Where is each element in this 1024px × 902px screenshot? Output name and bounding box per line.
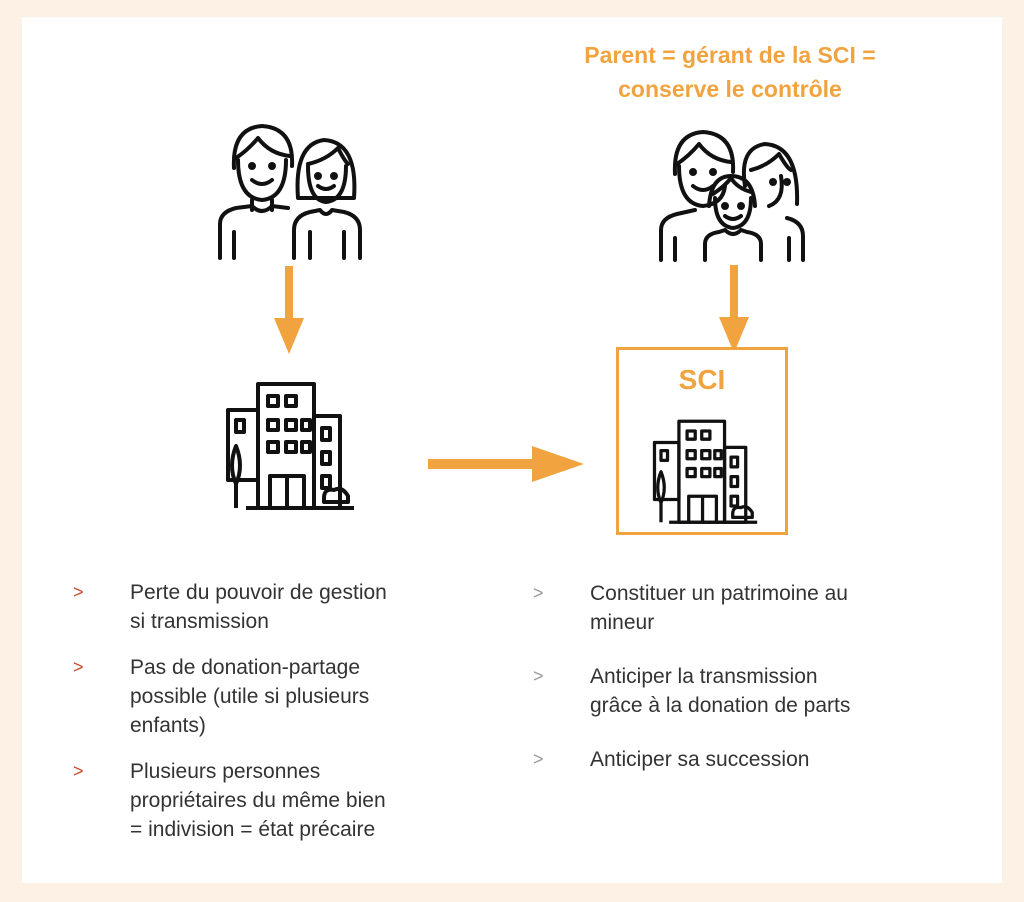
list-item-text: Plusieurs personnes propriétaires du mêm…	[130, 760, 386, 841]
list-item-text: Anticiper la transmission grâce à la don…	[590, 665, 851, 717]
list-item: > Anticiper la transmission grâce à la d…	[533, 662, 950, 720]
sci-box: SCI	[616, 347, 788, 535]
drawbacks-list: > Perte du pouvoir de gestion si transmi…	[73, 578, 470, 844]
bullet: >	[73, 582, 84, 602]
list-item-text: Pas de donation-partage possible (utile …	[130, 656, 370, 737]
list-item: > Anticiper sa succession	[533, 745, 950, 774]
building-icon	[226, 382, 354, 510]
list-item-text: Perte du pouvoir de gestion si transmiss…	[130, 581, 387, 633]
bullet: >	[73, 657, 84, 677]
header-text: Parent = gérant de la SCI = conserve le …	[520, 38, 940, 106]
list-item-text: Anticiper sa succession	[590, 748, 810, 771]
list-item: > Constituer un patrimoine au mineur	[533, 579, 950, 637]
family-icon	[659, 130, 805, 262]
couple-icon	[218, 124, 362, 260]
header-line-1: Parent = gérant de la SCI =	[584, 42, 876, 68]
list-item-text: Constituer un patrimoine au mineur	[590, 582, 848, 634]
arrow-down-icon	[274, 266, 304, 354]
list-item: > Perte du pouvoir de gestion si transmi…	[73, 578, 470, 636]
arrow-right-icon	[428, 446, 584, 482]
bullet: >	[533, 583, 544, 603]
bullet: >	[533, 749, 544, 769]
building-icon	[652, 419, 758, 524]
sci-label: SCI	[678, 364, 726, 395]
content-panel	[22, 17, 1002, 883]
list-item: > Pas de donation-partage possible (util…	[73, 653, 470, 740]
bullet: >	[73, 761, 84, 781]
header-line-2: conserve le contrôle	[618, 76, 842, 102]
list-item: > Plusieurs personnes propriétaires du m…	[73, 757, 470, 844]
benefits-list: > Constituer un patrimoine au mineur > A…	[533, 579, 950, 774]
arrow-down-icon	[719, 265, 749, 353]
bullet: >	[533, 666, 544, 686]
